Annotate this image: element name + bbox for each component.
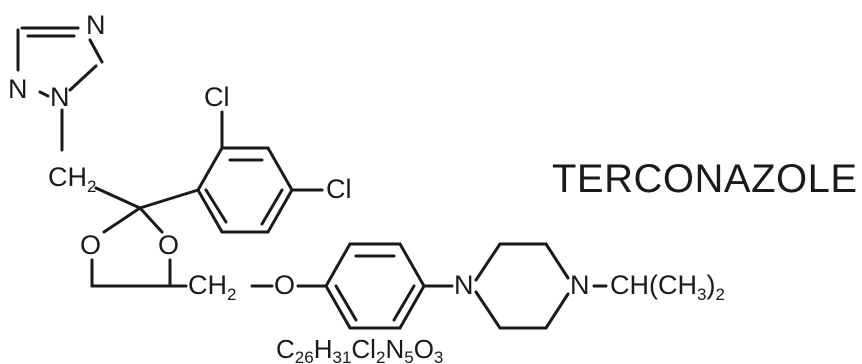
molecular-formula: C26H31Cl2N5O3 <box>276 334 443 364</box>
label-ch2-upper: CH2 <box>48 162 96 196</box>
atom-cl-right: Cl <box>326 174 352 204</box>
piperazine-ring <box>474 242 570 330</box>
atom-o-dioxolane-right: O <box>158 230 179 260</box>
triazole-ring <box>16 26 104 152</box>
label-isopropyl: CH(CH3)2 <box>610 270 725 304</box>
label-ch2-lower: CH2 <box>188 270 236 304</box>
atom-n-piperazine-left: N <box>454 270 474 300</box>
atom-n-triazole-top: N <box>86 10 106 40</box>
atom-o-dioxolane-left: O <box>80 230 101 260</box>
dichlorophenyl-ring <box>138 110 324 234</box>
atom-n-piperazine-right: N <box>570 270 590 300</box>
dioxolane-ring <box>90 206 188 288</box>
compound-name: TERCONAZOLE <box>552 157 858 201</box>
atom-n-triazole-right: N <box>50 82 70 112</box>
atom-cl-top: Cl <box>204 82 230 112</box>
atom-n-triazole-left: N <box>8 74 28 104</box>
atom-o-ether: O <box>274 270 295 300</box>
phenyl-ring <box>324 242 454 330</box>
